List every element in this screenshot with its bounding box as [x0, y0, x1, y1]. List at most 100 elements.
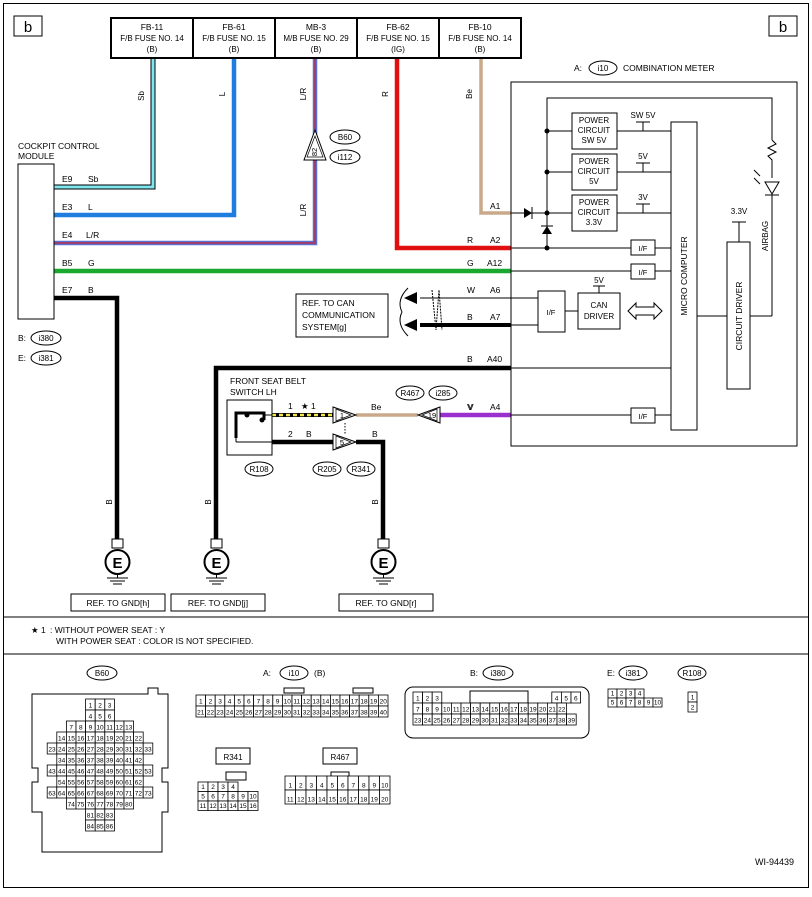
pin-label: 47: [87, 769, 95, 776]
pin-label: 28: [462, 718, 470, 725]
pin-label: 9: [435, 707, 439, 714]
pin-label: 37: [351, 710, 359, 717]
pin-label: 43: [48, 769, 56, 776]
pin-label: 13: [312, 699, 320, 706]
pin-label: 4: [231, 784, 235, 791]
conn-label-i380: i380: [38, 334, 54, 343]
svg-text:I/F: I/F: [547, 308, 556, 317]
wire-b-gnd-r: [356, 439, 386, 540]
pin-label: 11: [106, 725, 113, 732]
svg-text:SWITCH LH: SWITCH LH: [230, 387, 277, 397]
pin-label: 21: [197, 710, 205, 717]
conn-label-i112: i112: [338, 153, 353, 162]
svg-text:CAN: CAN: [591, 301, 608, 310]
svg-text:2: 2: [288, 429, 293, 439]
svg-text:A:: A:: [574, 63, 582, 73]
svg-text:82: 82: [310, 148, 319, 156]
pin-label: 6: [108, 714, 112, 721]
pin-label: 20: [380, 699, 388, 706]
pin-label: 17: [350, 797, 358, 804]
fuse-fb10: FB-10 F/B FUSE NO. 14 (B): [440, 19, 520, 57]
pin-label: 86: [106, 824, 114, 831]
gnd-ref-j: REF. TO GND[j]: [188, 598, 248, 608]
ccm-pin-e7: E7: [62, 285, 73, 295]
pin-label: 73: [144, 791, 152, 798]
pin-label: 22: [207, 710, 215, 717]
pin-label: 12: [209, 803, 217, 810]
ground-symbol-r: E: [370, 538, 397, 585]
pin-label: 11: [453, 707, 460, 714]
pin-label: 8: [638, 700, 642, 707]
svg-text:A:: A:: [263, 668, 271, 678]
pin-label: 75: [77, 802, 85, 809]
pin-label: 29: [274, 710, 282, 717]
pin-label: 4: [320, 783, 324, 790]
pin-label: 21: [549, 707, 557, 714]
svg-text:5V: 5V: [589, 177, 599, 186]
pin-label: 48: [96, 769, 104, 776]
pin-label: 37: [87, 758, 95, 765]
grounds: B B B E E E: [70, 499, 434, 612]
pin-label: 3: [629, 691, 633, 698]
pin-label: 1: [199, 699, 203, 706]
pin-label: 3: [218, 699, 222, 706]
svg-text:COMBINATION METER: COMBINATION METER: [623, 63, 714, 73]
cockpit-control-module: COCKPIT CONTROL MODULE E9 Sb E3 L E4 L/R…: [17, 141, 100, 366]
pin-label: 19: [529, 707, 537, 714]
pin-label: 13: [308, 797, 316, 804]
svg-text:: WITHOUT POWER SEAT : Y: : WITHOUT POWER SEAT : Y: [50, 625, 165, 635]
pin-cell: [142, 742, 154, 755]
pin-label: 26: [77, 747, 85, 754]
svg-text:i10: i10: [289, 669, 300, 678]
pin-label: 27: [255, 710, 263, 717]
pin-label: 34: [322, 710, 330, 717]
ground-symbol-h: E: [104, 538, 131, 585]
pin-label: 7: [416, 707, 420, 714]
pin-label: 65: [68, 791, 76, 798]
svg-text:V: V: [467, 402, 473, 412]
pin-label: 53: [144, 769, 152, 776]
wire-r: [394, 59, 511, 251]
pin-label: 40: [380, 710, 388, 717]
pin-label: 7: [69, 725, 73, 732]
pin-label: 30: [481, 718, 489, 725]
pin-label: 5: [201, 794, 205, 801]
pin-label: 28: [264, 710, 272, 717]
pin-label: 33: [144, 747, 152, 754]
svg-text:SW 5V: SW 5V: [582, 136, 608, 145]
pin-label: 21: [125, 736, 133, 743]
pin-label: 5: [98, 714, 102, 721]
svg-text:REF. TO CAN: REF. TO CAN: [302, 298, 355, 308]
pin-label: 72: [135, 791, 143, 798]
pin-label: 24: [424, 718, 432, 725]
pin-label: 19: [371, 797, 379, 804]
pin-cell: [142, 786, 154, 799]
pin-label: 9: [647, 700, 651, 707]
pin-label: 16: [341, 699, 349, 706]
notes: ★ 1 : WITHOUT POWER SEAT : Y WITH POWER …: [31, 625, 253, 646]
pin-label: 39: [568, 718, 576, 725]
pin-label: 71: [125, 791, 133, 798]
conn-label-b60: B60: [338, 133, 353, 142]
pin-cell: [123, 797, 135, 810]
svg-text:F/B FUSE NO. 14: F/B FUSE NO. 14: [448, 34, 512, 43]
pin-label: 61: [125, 780, 133, 787]
pin-label: 31: [125, 747, 133, 754]
svg-text:(B): (B): [229, 45, 240, 54]
svg-text:(B): (B): [475, 45, 486, 54]
figure-id: WI-94439: [755, 857, 794, 867]
pin-label: 9: [372, 783, 376, 790]
wires: [54, 59, 511, 540]
pin-label: 16: [77, 736, 85, 743]
pin-label: 11: [287, 797, 294, 804]
pin-cell: [379, 789, 391, 805]
pin-label: 11: [293, 699, 300, 706]
pin-label: 80: [125, 802, 133, 809]
corner-label-left: b: [24, 19, 32, 36]
pin-label: 1: [416, 696, 420, 703]
pin-label: 1: [288, 783, 292, 790]
pin-label: 8: [231, 794, 235, 801]
conn-label-r108: R108: [249, 465, 269, 474]
pin-label: 18: [96, 736, 104, 743]
